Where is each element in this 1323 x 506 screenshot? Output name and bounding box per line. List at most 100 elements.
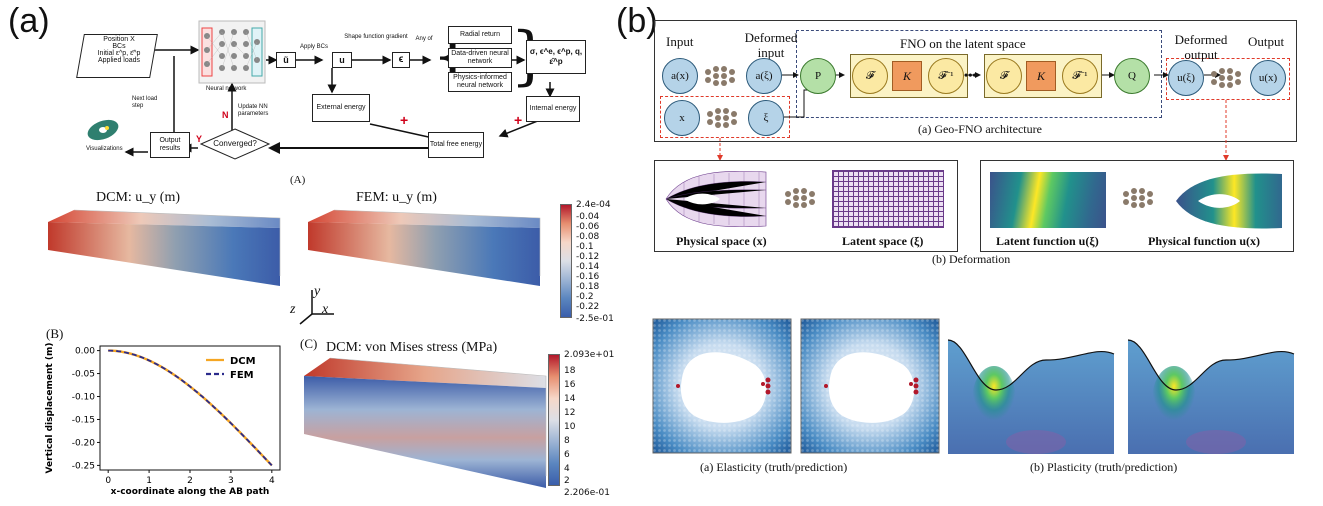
total-free-energy-box: Total free energy xyxy=(428,132,484,158)
nn-label: Neural network xyxy=(206,86,247,92)
input-box-text: Position X BCs Initial ε^p, ε̄^p Applied… xyxy=(97,36,141,64)
nn-cluster-icon xyxy=(707,108,737,128)
x-tick-label: 1 xyxy=(146,476,152,486)
panel-a-letter: (a) xyxy=(8,2,50,40)
yes-label: Y xyxy=(196,134,203,144)
shape-fn-label: Shape function gradient xyxy=(344,34,408,40)
external-energy-box: External energy xyxy=(312,94,370,122)
y-tick-label: -0.15 xyxy=(72,415,95,425)
y-tick-label: -0.10 xyxy=(72,393,96,403)
node-f1: 𝓕 xyxy=(852,58,888,94)
cb1-tick: -2.5e-01 xyxy=(576,314,614,324)
y-tick-label: 0.00 xyxy=(75,347,95,357)
axis-x-label: x xyxy=(322,302,329,317)
node-ux: u(x) xyxy=(1250,60,1286,96)
physical-space-mesh xyxy=(665,170,767,228)
cb1-tick: -0.2 xyxy=(576,292,594,302)
node-axi: a(ξ) xyxy=(746,58,782,94)
output-dashed-box xyxy=(1166,58,1290,100)
nn-cluster-icon xyxy=(1123,188,1153,208)
beam-fem-title: FEM: u_y (m) xyxy=(356,190,437,205)
cb2-tick: 14 xyxy=(564,394,576,404)
latent-function-label: Latent function u(ξ) xyxy=(996,234,1099,248)
axis-y-label: y xyxy=(314,284,321,299)
deform-left-box xyxy=(654,160,958,252)
series-line-fem xyxy=(108,349,273,467)
any-of-label: Any of xyxy=(415,36,433,42)
cb2-tick: 4 xyxy=(564,464,570,474)
update-nn-label: Update NN parameters xyxy=(238,104,269,117)
neural-network-icon xyxy=(198,20,266,84)
no-label: N xyxy=(222,110,229,120)
x-tick-label: 3 xyxy=(228,476,234,486)
nn-cluster-icon xyxy=(705,66,735,86)
nn-cluster-icon xyxy=(1211,68,1241,88)
cb2-tick: 18 xyxy=(564,366,576,376)
outputs-box: σ, ϵ^e, ϵ^p, q, ε̄^p xyxy=(526,40,586,74)
node-uxi: u(ξ) xyxy=(1168,60,1204,96)
node-k1: K xyxy=(892,61,922,91)
x-tick-label: 0 xyxy=(105,476,111,486)
geo-fno-box xyxy=(654,20,1297,142)
node-f2: 𝓕 xyxy=(986,58,1022,94)
cb1-tick: -0.22 xyxy=(576,302,600,312)
nn-cluster-icon xyxy=(785,188,815,208)
x-tick-label: 2 xyxy=(187,476,193,486)
y-axis-label: Vertical displacement (m) xyxy=(45,343,55,474)
cb2-tick: 2 xyxy=(564,476,570,486)
output-title: Output xyxy=(1248,34,1285,49)
cb1-tick: -0.1 xyxy=(576,242,594,252)
colorbar-1 xyxy=(560,204,572,318)
visualizations-label: Visualizations xyxy=(86,146,123,152)
cb2-tick: 12 xyxy=(564,408,576,418)
cb1-tick: -0.06 xyxy=(576,222,600,232)
plasticity-caption: (b) Plasticity (truth/prediction) xyxy=(1030,460,1178,474)
arch-caption: (a) Geo-FNO architecture xyxy=(918,122,1042,136)
deform-caption: (b) Deformation xyxy=(932,252,1011,266)
cb1-tick: -0.04 xyxy=(576,212,600,222)
latent-space-grid xyxy=(832,170,944,228)
node-q: Q xyxy=(1114,58,1150,94)
apply-bcs-label: Apply BCs xyxy=(300,44,329,50)
subcap-A: (A) xyxy=(290,174,306,186)
stress-title: DCM: von Mises stress (MPa) xyxy=(326,340,498,355)
x-axis-label: x-coordinate along the AB path xyxy=(111,487,270,497)
internal-energy-box: Internal energy xyxy=(526,96,580,122)
cb2-tick: 10 xyxy=(564,422,576,432)
elasticity-caption: (a) Elasticity (truth/prediction) xyxy=(700,460,848,474)
axis-z-label: z xyxy=(290,302,296,317)
y-tick-label: -0.20 xyxy=(72,438,96,448)
series-line-dcm xyxy=(108,349,273,467)
beam-fem xyxy=(308,209,541,286)
deformed-input-title: Deformed input xyxy=(744,30,798,60)
node-p: P xyxy=(800,58,836,94)
elasticity-truth-image xyxy=(652,318,792,454)
cb2-tick: 6 xyxy=(564,450,570,460)
u-box: u xyxy=(332,52,352,68)
x-tick-label: 4 xyxy=(269,476,275,486)
latent-function-image xyxy=(990,172,1106,228)
option-data-driven: Data-driven neural network xyxy=(448,48,512,68)
converged-label: Converged? xyxy=(213,139,257,148)
physical-function-image xyxy=(1176,173,1282,229)
y-tick-label: -0.05 xyxy=(72,370,95,380)
latent-space-label: Latent space (ξ) xyxy=(842,234,924,248)
plasticity-prediction-image xyxy=(1127,339,1295,454)
colorbar-2 xyxy=(548,354,560,486)
legend-label: FEM xyxy=(230,370,254,381)
output-results-box: Output results xyxy=(150,132,190,158)
node-xi: ξ xyxy=(748,100,784,136)
cb1-tick: -0.12 xyxy=(576,252,600,262)
stress-label: (C) xyxy=(300,336,318,351)
elasticity-prediction-image xyxy=(800,318,940,454)
cb2-tick: 2.093e+01 xyxy=(564,350,615,360)
cb1-tick: -0.08 xyxy=(576,232,600,242)
deformed-output-title: Deformed output xyxy=(1174,32,1228,62)
stress-beam xyxy=(304,357,547,488)
physical-function-label: Physical function u(x) xyxy=(1148,234,1261,248)
plot-b-label: (B) xyxy=(46,326,64,341)
physical-space-label: Physical space (x) xyxy=(676,234,767,248)
plus-sign-1: + xyxy=(400,112,409,128)
dots: ••• xyxy=(964,68,977,82)
node-k2: K xyxy=(1026,61,1056,91)
